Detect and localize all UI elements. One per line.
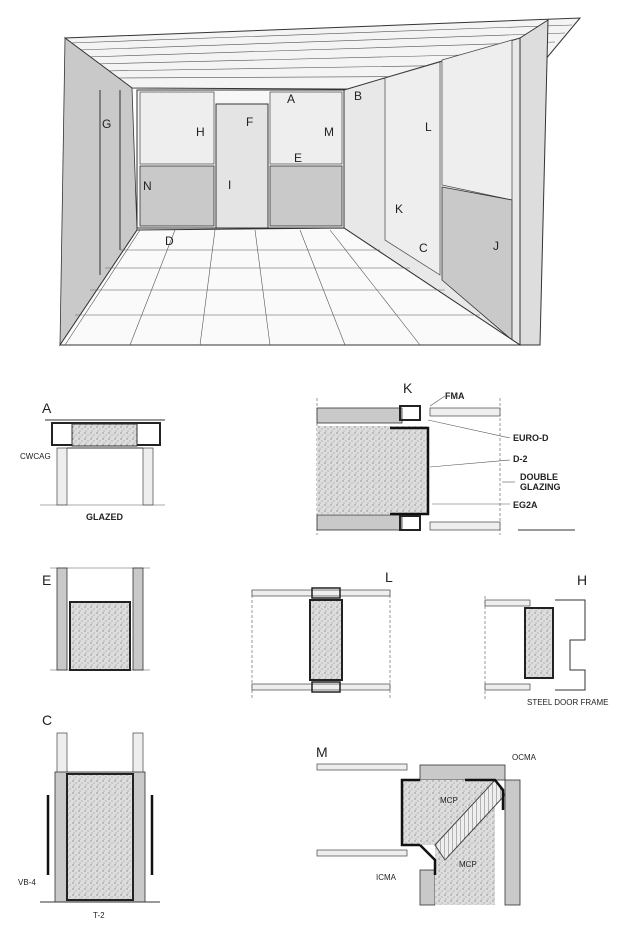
callout-m: M bbox=[324, 125, 334, 139]
detail-label: OCMA bbox=[512, 753, 537, 762]
floor-tiles bbox=[64, 229, 480, 346]
callout-n: N bbox=[143, 179, 152, 193]
detail-label: H bbox=[577, 572, 587, 588]
detail-k: K FMA EURO-D D-2 DOUBLE GLAZING EG2A bbox=[316, 380, 575, 535]
detail-label: C bbox=[42, 712, 52, 728]
detail-h: H STEEL DOOR FRAME bbox=[484, 572, 609, 707]
perspective-room-view: A B F G H M L E N I K D C J bbox=[59, 17, 582, 347]
detail-label: ICMA bbox=[376, 873, 397, 882]
callout-g: G bbox=[102, 117, 111, 131]
detail-m: M OCMA MCP MCP ICMA bbox=[316, 744, 537, 906]
floor bbox=[59, 227, 522, 346]
detail-label: MCP bbox=[440, 796, 458, 805]
detail-label: K bbox=[403, 380, 413, 396]
detail-label: A bbox=[42, 400, 52, 416]
detail-c: C VB-4 T-2 bbox=[18, 712, 160, 920]
detail-label: CWCAG bbox=[20, 452, 51, 461]
callout-e: E bbox=[294, 151, 302, 165]
detail-l: L bbox=[251, 569, 393, 700]
detail-label: EURO-D bbox=[513, 433, 549, 443]
callout-j: J bbox=[493, 239, 499, 253]
callout-i: I bbox=[228, 178, 231, 192]
callout-b: B bbox=[354, 89, 362, 103]
callout-l: L bbox=[425, 120, 432, 134]
detail-label: VB-4 bbox=[18, 878, 36, 887]
detail-label: STEEL DOOR FRAME bbox=[527, 698, 609, 707]
detail-label: GLAZING bbox=[520, 482, 561, 492]
detail-label: GLAZED bbox=[86, 512, 123, 522]
callout-k: K bbox=[395, 202, 403, 216]
detail-label: T-2 bbox=[93, 911, 105, 920]
detail-label: D-2 bbox=[513, 454, 528, 464]
detail-label: MCP bbox=[459, 860, 477, 869]
detail-label: E bbox=[42, 572, 51, 588]
callout-d: D bbox=[165, 234, 174, 248]
detail-label: FMA bbox=[445, 391, 465, 401]
detail-label: M bbox=[316, 744, 328, 760]
detail-label: DOUBLE bbox=[520, 472, 558, 482]
callout-c: C bbox=[419, 241, 428, 255]
detail-label: L bbox=[385, 569, 393, 585]
door bbox=[215, 103, 269, 229]
detail-a: A CWCAG GLAZED bbox=[20, 400, 165, 522]
callout-f: F bbox=[246, 115, 253, 129]
callout-h: H bbox=[196, 125, 205, 139]
detail-label: EG2A bbox=[513, 500, 538, 510]
detail-e: E bbox=[42, 567, 150, 671]
callout-a: A bbox=[287, 92, 295, 106]
